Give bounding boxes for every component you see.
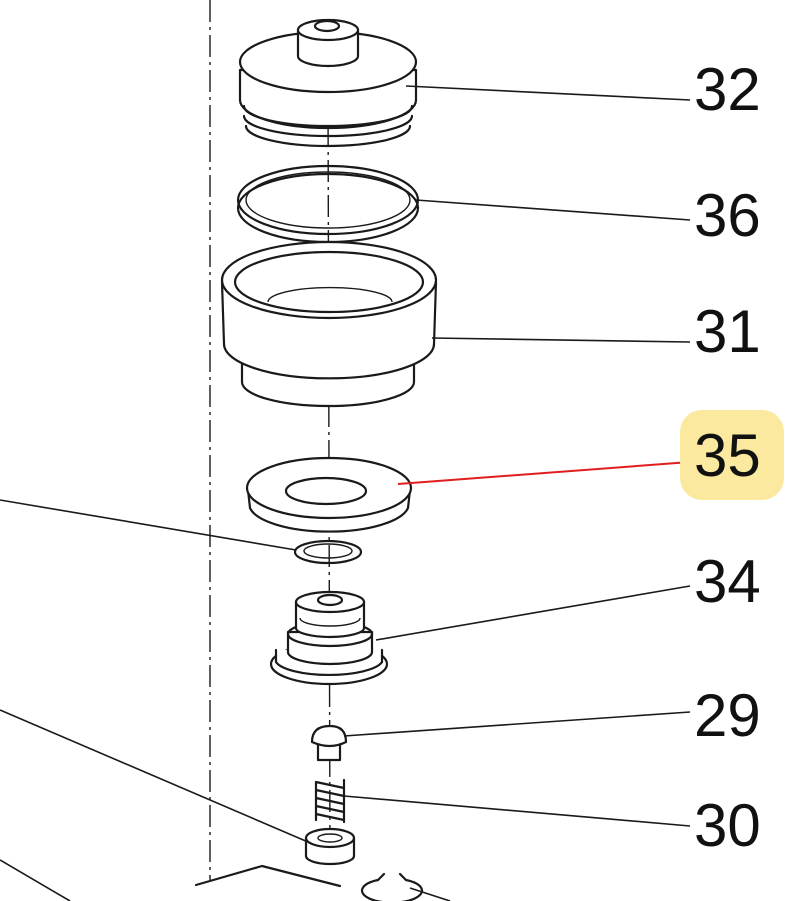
part-35-washer[interactable]: [245, 456, 413, 533]
part-32-cap[interactable]: [238, 18, 418, 148]
callout-29[interactable]: 29: [694, 682, 761, 749]
leader-offpage-2: [0, 709, 309, 843]
leader-30: [343, 795, 691, 827]
part-31-sleeve[interactable]: [220, 240, 438, 408]
part-34-valve-seat[interactable]: [269, 590, 389, 686]
small-o-ring[interactable]: [293, 539, 363, 565]
callout-36[interactable]: 36: [694, 182, 761, 249]
part-29-poppet[interactable]: [310, 724, 348, 762]
callout-30[interactable]: 30: [694, 792, 761, 859]
leader-31: [431, 337, 691, 343]
leader-29: [343, 711, 691, 737]
snap-ring[interactable]: [360, 872, 424, 901]
leader-35: [397, 461, 691, 485]
callout-35-highlight: [680, 410, 784, 500]
callout-31[interactable]: 31: [694, 298, 761, 365]
leader-offpage-3: [0, 859, 71, 901]
leader-offpage-4: [409, 887, 451, 901]
callout-34[interactable]: 34: [694, 548, 761, 615]
part-30-spring[interactable]: [314, 778, 346, 824]
callout-35[interactable]: 35: [694, 422, 761, 489]
bottom-plate: [194, 864, 342, 888]
bottom-nut[interactable]: [304, 827, 356, 866]
leader-32: [405, 85, 691, 101]
leader-36: [415, 199, 691, 221]
leader-offpage-1: [0, 499, 297, 551]
callout-32[interactable]: 32: [694, 56, 761, 123]
leader-34: [375, 585, 691, 641]
